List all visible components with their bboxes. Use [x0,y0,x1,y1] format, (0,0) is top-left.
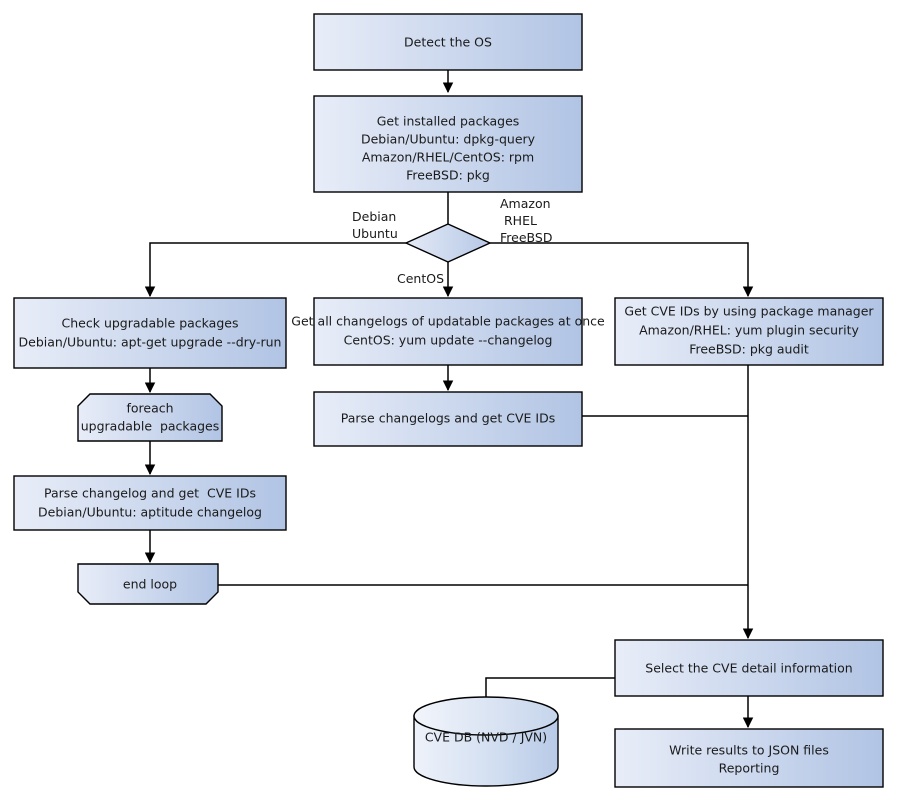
select-cve-detail-label: Select the CVE detail information [645,661,852,676]
node-parse-changelogs-multi[interactable]: Parse changelogs and get CVE IDs [313,391,583,447]
node-get-cve-ids-pkgmgr[interactable]: Get CVE IDs by using package manager Ama… [614,297,884,366]
get-cve-ids-pkgmgr-line-2: Amazon/RHEL: yum plugin security [639,323,859,338]
edge-label-freebsd: FreeBSD [500,230,552,245]
edge-label-amazon: Amazon [500,196,551,211]
parse-changelogs-multi-label: Parse changelogs and get CVE IDs [341,411,555,426]
get-installed-packages-line-4: FreeBSD: pkg [406,168,490,183]
detect-os-box[interactable] [313,13,583,71]
write-results-line-2: Reporting [719,761,780,776]
end-loop-label: end loop [123,577,177,592]
edge-label-ubuntu: Ubuntu [352,226,398,241]
cve-database-cylinder-body[interactable] [413,715,559,787]
end-loop-shape[interactable] [77,563,219,605]
edge-label-centos: CentOS [397,271,444,286]
conn-decision-right [490,242,754,298]
edge-label-debian: Debian [352,209,396,224]
check-upgradable-box[interactable] [13,297,287,369]
write-results-line-1: Write results to JSON files [669,743,829,758]
foreach-loop-line-2: upgradable packages [81,419,220,434]
get-all-changelogs-box[interactable] [313,297,583,366]
edge-label-amazon-rhel-freebsd: Amazon RHEL FreeBSD [500,196,552,245]
get-all-changelogs-line-1: Get all changelogs of updatable packages… [291,314,605,329]
node-select-cve-detail[interactable]: Select the CVE detail information [614,639,884,697]
get-all-changelogs-line-2: CentOS: yum update --changelog [344,333,553,348]
get-cve-ids-pkgmgr-box[interactable] [614,297,884,366]
get-installed-packages-line-1: Get installed packages [377,114,520,129]
get-cve-ids-pkgmgr-line-3: FreeBSD: pkg audit [689,342,809,357]
get-installed-packages-line-2: Debian/Ubuntu: dpkg-query [361,132,536,147]
get-cve-ids-pkgmgr-line-1: Get CVE IDs by using package manager [624,304,874,319]
os-decision-diamond[interactable] [404,223,492,263]
node-get-installed-packages[interactable]: Get installed packages Debian/Ubuntu: dp… [313,95,583,193]
parse-changelog-single-line-2: Debian/Ubuntu: aptitude changelog [38,505,262,520]
edge-label-centos-text: CentOS [397,271,444,286]
foreach-loop-line-1: foreach [126,401,173,416]
foreach-loop-shape[interactable] [77,393,223,442]
parse-changelog-single-box[interactable] [13,475,287,531]
edge-label-debian-ubuntu: Debian Ubuntu [352,209,398,241]
node-foreach-loop[interactable]: foreach upgradable packages [77,393,223,442]
edge-label-rhel: RHEL [504,213,537,228]
node-check-upgradable[interactable]: Check upgradable packages Debian/Ubuntu:… [13,297,287,369]
parse-changelog-single-line-1: Parse changelog and get CVE IDs [44,486,256,501]
parse-changelogs-multi-box[interactable] [313,391,583,447]
check-upgradable-line-1: Check upgradable packages [62,316,239,331]
cve-database-label: CVE DB (NVD / JVN) [425,730,547,745]
cve-database-cylinder-top [413,696,559,736]
conn-decision-left [144,242,406,298]
node-detect-os[interactable]: Detect the OS [313,13,583,71]
select-cve-detail-box[interactable] [614,639,884,697]
node-end-loop[interactable]: end loop [77,563,219,605]
detect-os-label: Detect the OS [404,35,492,50]
check-upgradable-line-2: Debian/Ubuntu: apt-get upgrade --dry-run [19,335,282,350]
node-write-results[interactable]: Write results to JSON files Reporting [614,728,884,788]
node-os-decision[interactable] [404,223,492,263]
node-get-all-changelogs[interactable]: Get all changelogs of updatable packages… [291,297,605,366]
node-parse-changelog-single[interactable]: Parse changelog and get CVE IDs Debian/U… [13,475,287,531]
get-installed-packages-line-3: Amazon/RHEL/CentOS: rpm [362,150,534,165]
node-cve-database[interactable]: CVE DB (NVD / JVN) [413,696,559,787]
write-results-box[interactable] [614,728,884,788]
get-installed-packages-box[interactable] [313,95,583,193]
